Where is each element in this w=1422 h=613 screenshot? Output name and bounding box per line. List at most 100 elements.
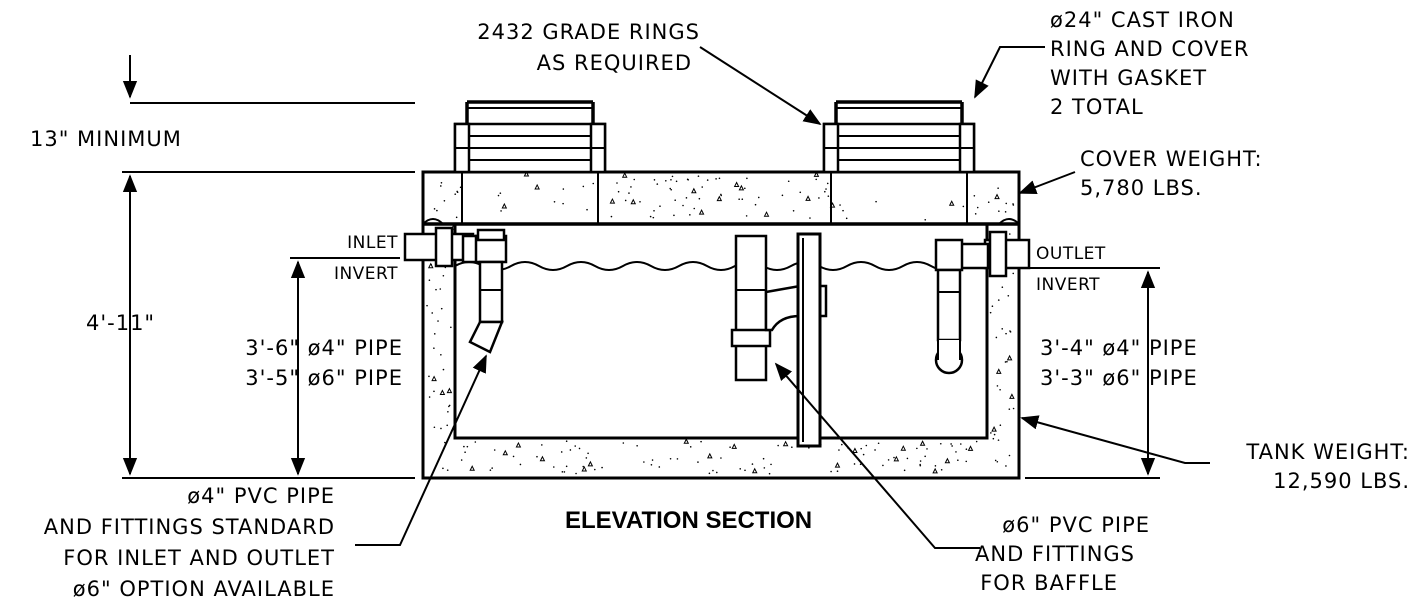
stipple-dot [650,464,653,466]
stipple-dot [926,448,928,450]
stipple-dot [433,347,435,349]
stipple-dot [720,194,723,197]
ring-cover-leader [974,46,1045,99]
stipple-dot [934,465,937,467]
stipple-dot [658,466,661,468]
stipple-dot [689,446,692,448]
stipple-dot [916,447,918,450]
tank-height-label: 4'-11" [86,311,155,335]
stipple-dot [763,467,766,469]
stipple-dot [617,190,620,193]
stipple-dot [1006,360,1008,363]
stipple-dot [693,207,696,210]
stipple-triangle [469,465,476,471]
stipple-triangle [539,455,546,462]
stipple-dot [454,193,457,195]
stipple-dot [689,214,691,216]
stipple-dot [459,186,462,189]
stipple-triangle [698,208,705,215]
stipple-dot [698,197,701,200]
stipple-dot [1007,294,1010,297]
stipple-dot [757,196,760,199]
stipple-dot [610,215,613,218]
stipple-dot [841,443,843,446]
stipple-dot [562,202,564,205]
stipple-triangle [852,447,858,453]
inlet-pipe-line2: AND FITTINGS STANDARD [44,515,335,539]
stipple-dot [565,440,568,443]
tank-weight-leader [1020,415,1210,464]
stipple-dot [991,305,994,308]
stipple-dot [940,468,943,471]
stipple-triangle [995,368,1002,374]
stipple-dot [862,453,865,456]
stipple-dot [435,288,437,291]
stipple-dot [651,459,654,461]
inlet-invert-line2: 3'-5" ø6" PIPE [245,366,403,390]
riser-right [822,100,976,174]
stipple-triangle [609,197,616,204]
stipple-dot [433,426,436,429]
stipple-dot [685,197,688,199]
stipple-triangle [919,440,926,446]
stipple-dot [673,214,675,217]
tank-inner-cavity [453,222,989,440]
stipple-dot [959,443,962,445]
stipple-triangle [706,452,713,459]
tank-weight-line2: 12,590 LBS. [1273,469,1410,493]
grade-ring-leader [699,46,822,125]
stipple-dot [574,445,577,447]
stipple-triangle [944,457,951,464]
stipple-dot [562,188,565,190]
stipple-dot [436,209,438,212]
stipple-dot [1008,408,1011,410]
stipple-dot [426,304,428,307]
stipple-dot [860,447,862,450]
stipple-dot [962,205,965,208]
stipple-dot [1004,361,1007,363]
stipple-dot [536,455,538,458]
stipple-triangle [427,262,434,269]
stipple-dot [700,440,702,443]
stipple-dot [768,472,771,475]
stipple-dot [838,449,840,451]
drawing-title: ELEVATION SECTION [565,507,812,534]
stipple-dot [639,200,641,203]
stipple-dot [999,424,1002,426]
stipple-triangle [813,171,820,177]
stipple-dot [744,469,746,472]
stipple-dot [792,209,795,212]
stipple-dot [712,469,714,472]
stipple-dot [575,472,577,475]
stipple-dot [1005,202,1008,205]
stipple-dot [669,457,672,460]
stipple-dot [433,208,436,210]
stipple-dot [706,179,709,181]
stipple-dot [950,443,952,445]
stipple-dot [957,459,959,461]
stipple-dot [560,451,563,453]
stipple-dot [882,464,884,467]
stipple-dot [989,311,992,314]
stipple-dot [992,437,995,440]
stipple-dot [466,445,469,448]
stipple-dot [919,460,922,462]
stipple-dot [582,185,585,188]
stipple-dot [999,388,1001,391]
stipple-dot [997,299,1000,301]
stipple-dot [491,467,493,469]
stipple-dot [446,424,449,427]
stipple-dot [741,198,744,201]
stipple-dot [440,307,443,310]
stipple-dot [552,466,555,468]
inlet-label: INLET [347,233,398,253]
stipple-dot [903,469,906,472]
stipple-dot [653,209,655,212]
inlet-pipe-leader [355,354,487,546]
outlet-pipe [934,230,1031,375]
baffle-riser-pipe [734,234,768,382]
stipple-triangle [932,467,938,474]
stipple-dot [675,180,678,183]
stipple-triangle [534,183,540,190]
